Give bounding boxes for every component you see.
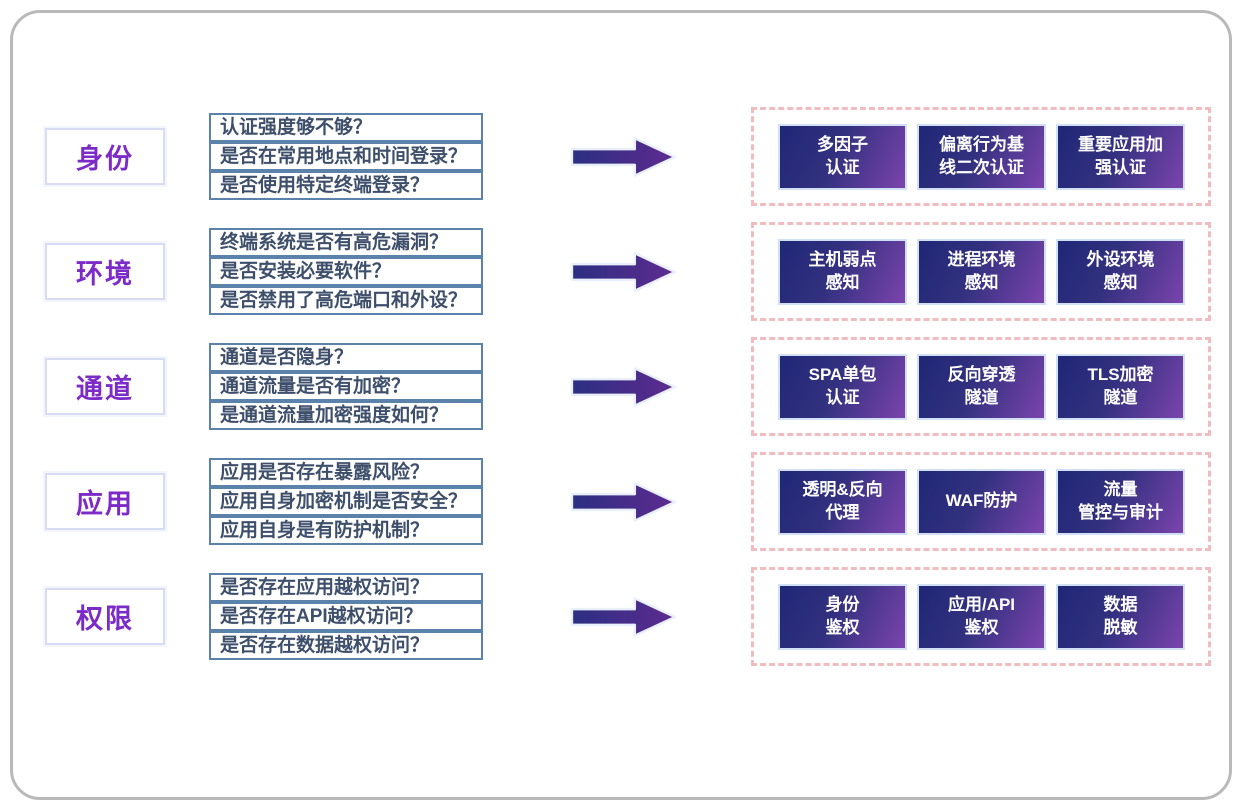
category-label: 身份 <box>76 144 134 174</box>
question-stack: 是否存在应用越权访问？ 是否存在API越权访问？ 是否存在数据越权访问？ <box>209 573 493 660</box>
capability-panel: 主机弱点 感知 进程环境 感知 外设环境 感知 <box>751 222 1211 321</box>
diagram-frame: 身份 认证强度够不够？ 是否在常用地点和时间登录？ 是否使用特定终端登录？ 多因… <box>10 10 1232 800</box>
question-stack: 应用是否存在暴露风险？ 应用自身加密机制是否安全？ 应用自身是有防护机制？ <box>209 458 493 545</box>
question-box: 应用自身是有防护机制？ <box>209 516 483 545</box>
question-box: 是通道流量加密强度如何？ <box>209 401 483 430</box>
arrow-right-icon <box>570 596 677 637</box>
question-box: 通道流量是否有加密？ <box>209 372 483 401</box>
question-box: 是否存在数据越权访问？ <box>209 631 483 660</box>
question-box: 终端系统是否有高危漏洞？ <box>209 228 483 257</box>
capability-box: 主机弱点 感知 <box>778 238 907 305</box>
question-box: 是否存在应用越权访问？ <box>209 573 483 602</box>
category-label-box: 权限 <box>45 588 165 645</box>
capability-box: 外设环境 感知 <box>1056 238 1185 305</box>
diagram-row: 通道 通道是否隐身？ 通道流量是否有加密？ 是通道流量加密强度如何？ SPA单包… <box>13 337 1229 436</box>
question-box: 是否存在API越权访问？ <box>209 602 483 631</box>
capability-box: 偏离行为基 线二次认证 <box>917 123 1046 190</box>
category-label-box: 应用 <box>45 473 165 530</box>
question-box: 是否安装必要软件？ <box>209 257 483 286</box>
capability-box: 数据 脱敏 <box>1056 583 1185 650</box>
arrow-right-icon <box>570 251 677 292</box>
diagram-row: 权限 是否存在应用越权访问？ 是否存在API越权访问？ 是否存在数据越权访问？ … <box>13 567 1229 666</box>
rows: 身份 认证强度够不够？ 是否在常用地点和时间登录？ 是否使用特定终端登录？ 多因… <box>13 107 1229 666</box>
capability-box: 应用/API 鉴权 <box>917 583 1046 650</box>
question-stack: 终端系统是否有高危漏洞？ 是否安装必要软件？ 是否禁用了高危端口和外设？ <box>209 228 493 315</box>
arrow-right-icon <box>570 136 677 177</box>
arrow-right-icon <box>570 481 677 522</box>
category-label: 权限 <box>76 604 134 634</box>
capability-panel: 多因子 认证 偏离行为基 线二次认证 重要应用加 强认证 <box>751 107 1211 206</box>
capability-box: 透明&反向 代理 <box>778 468 907 535</box>
capability-box: 重要应用加 强认证 <box>1056 123 1185 190</box>
capability-box: 身份 鉴权 <box>778 583 907 650</box>
capability-box: WAF防护 <box>917 468 1046 535</box>
capability-box: TLS加密 隧道 <box>1056 353 1185 420</box>
question-box: 应用是否存在暴露风险？ <box>209 458 483 487</box>
question-box: 认证强度够不够？ <box>209 113 483 142</box>
category-label-box: 身份 <box>45 128 165 185</box>
capability-box: 进程环境 感知 <box>917 238 1046 305</box>
capability-box: 反向穿透 隧道 <box>917 353 1046 420</box>
capability-box: 多因子 认证 <box>778 123 907 190</box>
capability-box: 流量 管控与审计 <box>1056 468 1185 535</box>
arrow-right-icon <box>570 366 677 407</box>
question-box: 通道是否隐身？ <box>209 343 483 372</box>
category-label: 环境 <box>76 259 134 289</box>
question-box: 是否禁用了高危端口和外设？ <box>209 286 483 315</box>
category-label: 应用 <box>76 489 134 519</box>
question-box: 是否在常用地点和时间登录？ <box>209 142 483 171</box>
question-stack: 认证强度够不够？ 是否在常用地点和时间登录？ 是否使用特定终端登录？ <box>209 113 493 200</box>
diagram-row: 身份 认证强度够不够？ 是否在常用地点和时间登录？ 是否使用特定终端登录？ 多因… <box>13 107 1229 206</box>
capability-panel: 身份 鉴权 应用/API 鉴权 数据 脱敏 <box>751 567 1211 666</box>
question-box: 应用自身加密机制是否安全？ <box>209 487 483 516</box>
category-label-box: 通道 <box>45 358 165 415</box>
question-stack: 通道是否隐身？ 通道流量是否有加密？ 是通道流量加密强度如何？ <box>209 343 493 430</box>
diagram-row: 环境 终端系统是否有高危漏洞？ 是否安装必要软件？ 是否禁用了高危端口和外设？ … <box>13 222 1229 321</box>
category-label: 通道 <box>76 374 134 404</box>
capability-panel: SPA单包 认证 反向穿透 隧道 TLS加密 隧道 <box>751 337 1211 436</box>
capability-box: SPA单包 认证 <box>778 353 907 420</box>
question-box: 是否使用特定终端登录？ <box>209 171 483 200</box>
category-label-box: 环境 <box>45 243 165 300</box>
diagram-row: 应用 应用是否存在暴露风险？ 应用自身加密机制是否安全？ 应用自身是有防护机制？… <box>13 452 1229 551</box>
capability-panel: 透明&反向 代理 WAF防护 流量 管控与审计 <box>751 452 1211 551</box>
